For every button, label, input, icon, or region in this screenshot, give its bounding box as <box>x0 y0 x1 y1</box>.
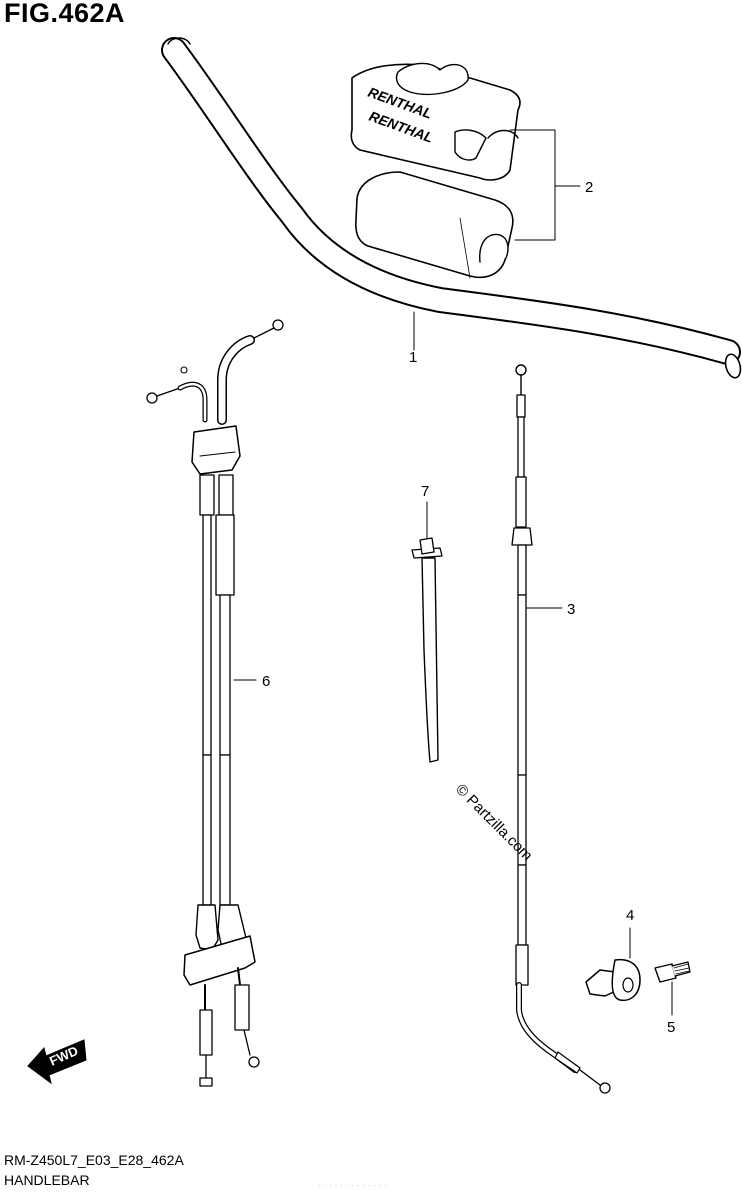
cable-clamp-part[interactable] <box>585 958 641 1002</box>
callout-7: 7 <box>421 483 429 500</box>
callout-4: 4 <box>626 907 634 924</box>
leader-line-2 <box>509 129 581 241</box>
throttle-cables-part[interactable] <box>146 319 284 1087</box>
diagram-code: RM-Z450L7_E03_E28_462A <box>4 1152 184 1168</box>
clutch-cable-part[interactable] <box>511 364 611 1094</box>
callout-6: 6 <box>262 673 270 690</box>
cable-tie-part[interactable] <box>411 537 443 763</box>
callout-1: 1 <box>409 349 417 366</box>
handlebar-part[interactable] <box>161 37 742 379</box>
callout-5: 5 <box>667 1019 675 1036</box>
handlebar-pad-cover-part[interactable] <box>350 62 521 181</box>
callout-2: 2 <box>585 179 593 196</box>
bolt-part[interactable] <box>654 961 691 983</box>
parts-diagram: RENTHAL RENTHAL <box>27 37 742 1094</box>
callout-3: 3 <box>567 601 575 618</box>
figure-title: FIG.462A <box>4 0 126 28</box>
footer-note: · · · · · · · · · · · · · <box>318 1180 387 1190</box>
diagram-caption: HANDLEBAR <box>4 1172 90 1188</box>
fwd-arrow-icon: FWD <box>27 1039 87 1085</box>
handlebar-pad-foam-part[interactable] <box>355 171 514 279</box>
